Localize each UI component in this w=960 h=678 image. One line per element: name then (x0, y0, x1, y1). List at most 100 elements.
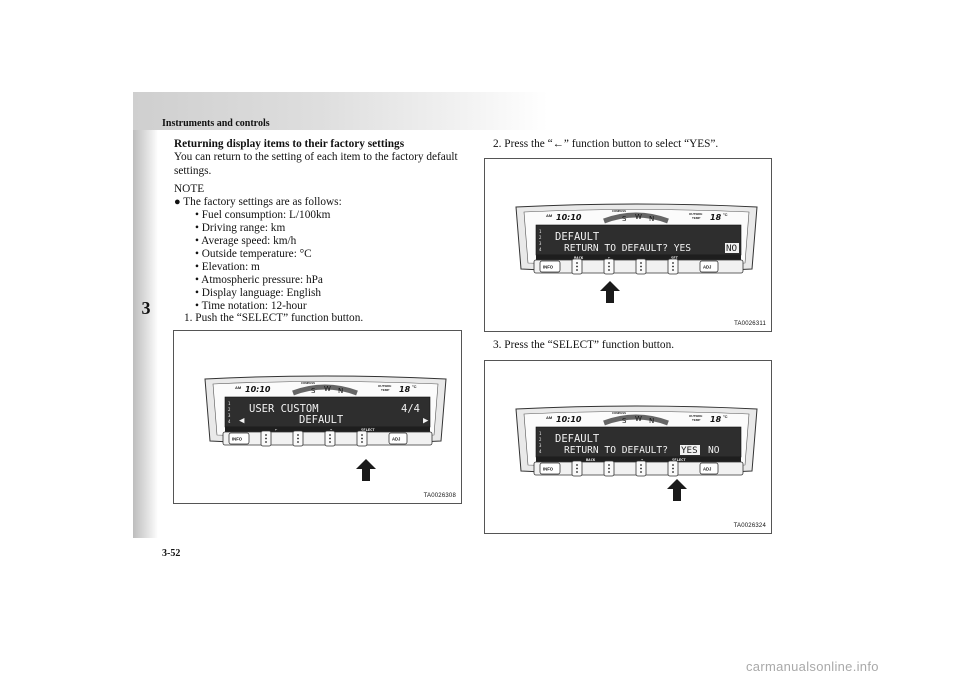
compass-letter: S (622, 417, 627, 425)
am-label: AM (235, 385, 242, 390)
intro-line-2: settings. (174, 165, 212, 177)
lcd-line-2-tail: NO (708, 445, 720, 456)
function-button (635, 460, 647, 477)
function-label: ➡ (641, 457, 644, 462)
cluster-illustration: AM 10:10 COMPASS S W N OUTSIDE TEMP 18 °… (515, 405, 758, 477)
cluster-illustration: AM 10:10 COMPASS S W N OUTSIDE TEMP 18 °… (204, 375, 447, 447)
compass-label: COMPASS (612, 411, 626, 415)
info-button-label: INFO (543, 467, 554, 472)
outside-label: OUTSIDE (689, 414, 702, 418)
function-button (603, 460, 615, 477)
header-band (133, 92, 548, 130)
chapter-number: 3 (141, 298, 151, 318)
lcd-line-2-highlight: YES (681, 445, 698, 456)
function-button (356, 430, 368, 447)
info-button (539, 260, 561, 273)
function-button (635, 258, 647, 275)
setting-item: • Elevation: m (195, 261, 260, 273)
step-2: 2. Press the “←” function button to sele… (493, 138, 719, 150)
adj-button-label: ADJ (392, 437, 401, 442)
temp-unit: °C (723, 414, 728, 419)
outside-label: OUTSIDE (689, 212, 702, 216)
function-label: ➡ (330, 427, 333, 432)
scale-digit: 3 (539, 241, 542, 246)
clock-readout: 10:10 (556, 213, 582, 222)
compass-label: COMPASS (612, 209, 626, 213)
info-button-label: INFO (543, 265, 554, 270)
function-label: ← (608, 255, 611, 260)
function-button (667, 258, 679, 275)
step-1: 1. Push the “SELECT” function button. (184, 312, 364, 324)
function-label: BACK (574, 255, 584, 260)
lcd-right-arrow-icon: ▶ (423, 416, 429, 426)
figure-2: AM 10:10 COMPASS S W N OUTSIDE TEMP 18 °… (484, 158, 772, 332)
figure-code: TA0026308 (423, 493, 456, 499)
setting-item: • Average speed: km/h (195, 235, 297, 247)
adj-button (699, 462, 719, 475)
up-arrow-icon (356, 459, 376, 481)
scale-digit: 4 (539, 247, 542, 252)
setting-item: • Time notation: 12-hour (195, 300, 307, 312)
clock-readout: 10:10 (245, 385, 271, 394)
section-heading: Returning display items to their factory… (174, 138, 405, 150)
compass-letter: W (635, 213, 642, 221)
adj-button (388, 432, 408, 445)
function-button (260, 430, 272, 447)
scale-digit: 2 (539, 437, 542, 442)
lcd-highlight (680, 445, 700, 455)
setting-item: • Atmospheric pressure: hPa (195, 274, 323, 286)
am-label: AM (546, 415, 553, 420)
setting-item: • Fuel consumption: L/100km (195, 209, 331, 221)
compass-label: COMPASS (301, 381, 315, 385)
adj-button-label: ADJ (703, 265, 712, 270)
note-intro-row: ● The factory settings are as follows: (174, 196, 342, 210)
lcd-line-2: RETURN TO DEFAULT? (564, 445, 668, 456)
function-label: SET (671, 255, 679, 260)
lcd-screen (535, 224, 742, 256)
scale-digit: 4 (539, 449, 542, 454)
setting-item: • Driving range: km (195, 222, 286, 234)
scale-digit: 1 (228, 401, 231, 406)
compass-letter: N (649, 417, 654, 425)
info-button-label: INFO (232, 437, 243, 442)
temp-label: TEMP (381, 388, 389, 392)
function-label: SELECT (672, 457, 686, 462)
lcd-line-1-right: 4/4 (401, 403, 420, 415)
setting-item: • Display language: English (195, 287, 322, 299)
adj-button-label: ADJ (703, 467, 712, 472)
note-intro: The factory settings are as follows: (183, 196, 342, 208)
scale-digit: 3 (539, 443, 542, 448)
display-panel: AM 10:10 COMPASS S W N OUTSIDE TEMP 18 °… (512, 405, 761, 501)
chapter-tab (133, 130, 158, 538)
function-label: SELECT (361, 427, 375, 432)
page-number: 3-52 (162, 548, 181, 559)
temp-readout: 18 (399, 385, 411, 394)
lcd-highlight (725, 243, 739, 253)
figure-1: AM 10:10 COMPASS S W N OUTSIDE TEMP 18 °… (173, 330, 462, 504)
up-arrow-icon (600, 281, 620, 303)
lcd-line-2: DEFAULT (299, 414, 344, 426)
lcd-screen (224, 396, 431, 428)
temp-unit: °C (723, 212, 728, 217)
lcd-left-arrow-icon: ◀ (239, 416, 245, 426)
adj-button (699, 260, 719, 273)
temp-readout: 18 (710, 213, 722, 222)
outside-label: OUTSIDE (378, 384, 391, 388)
lcd-line-1: DEFAULT (555, 231, 600, 243)
temp-readout: 18 (710, 415, 722, 424)
figure-code: TA0026311 (734, 321, 766, 327)
scale-digit: 4 (228, 419, 231, 424)
function-button (603, 258, 615, 275)
lcd-screen (535, 426, 742, 458)
am-label: AM (546, 213, 553, 218)
compass-letter: S (622, 215, 627, 223)
function-button (571, 460, 583, 477)
info-button (228, 432, 250, 445)
function-label: BACK (586, 457, 596, 462)
compass-letter: S (311, 387, 316, 395)
function-button (667, 460, 679, 477)
compass-letter: N (338, 387, 343, 395)
display-panel: AM 10:10 COMPASS S W N OUTSIDE TEMP 18 °… (201, 375, 450, 481)
display-panel: AM 10:10 COMPASS S W N OUTSIDE TEMP 18 °… (512, 203, 761, 303)
figure-code: TA0026324 (733, 523, 766, 529)
